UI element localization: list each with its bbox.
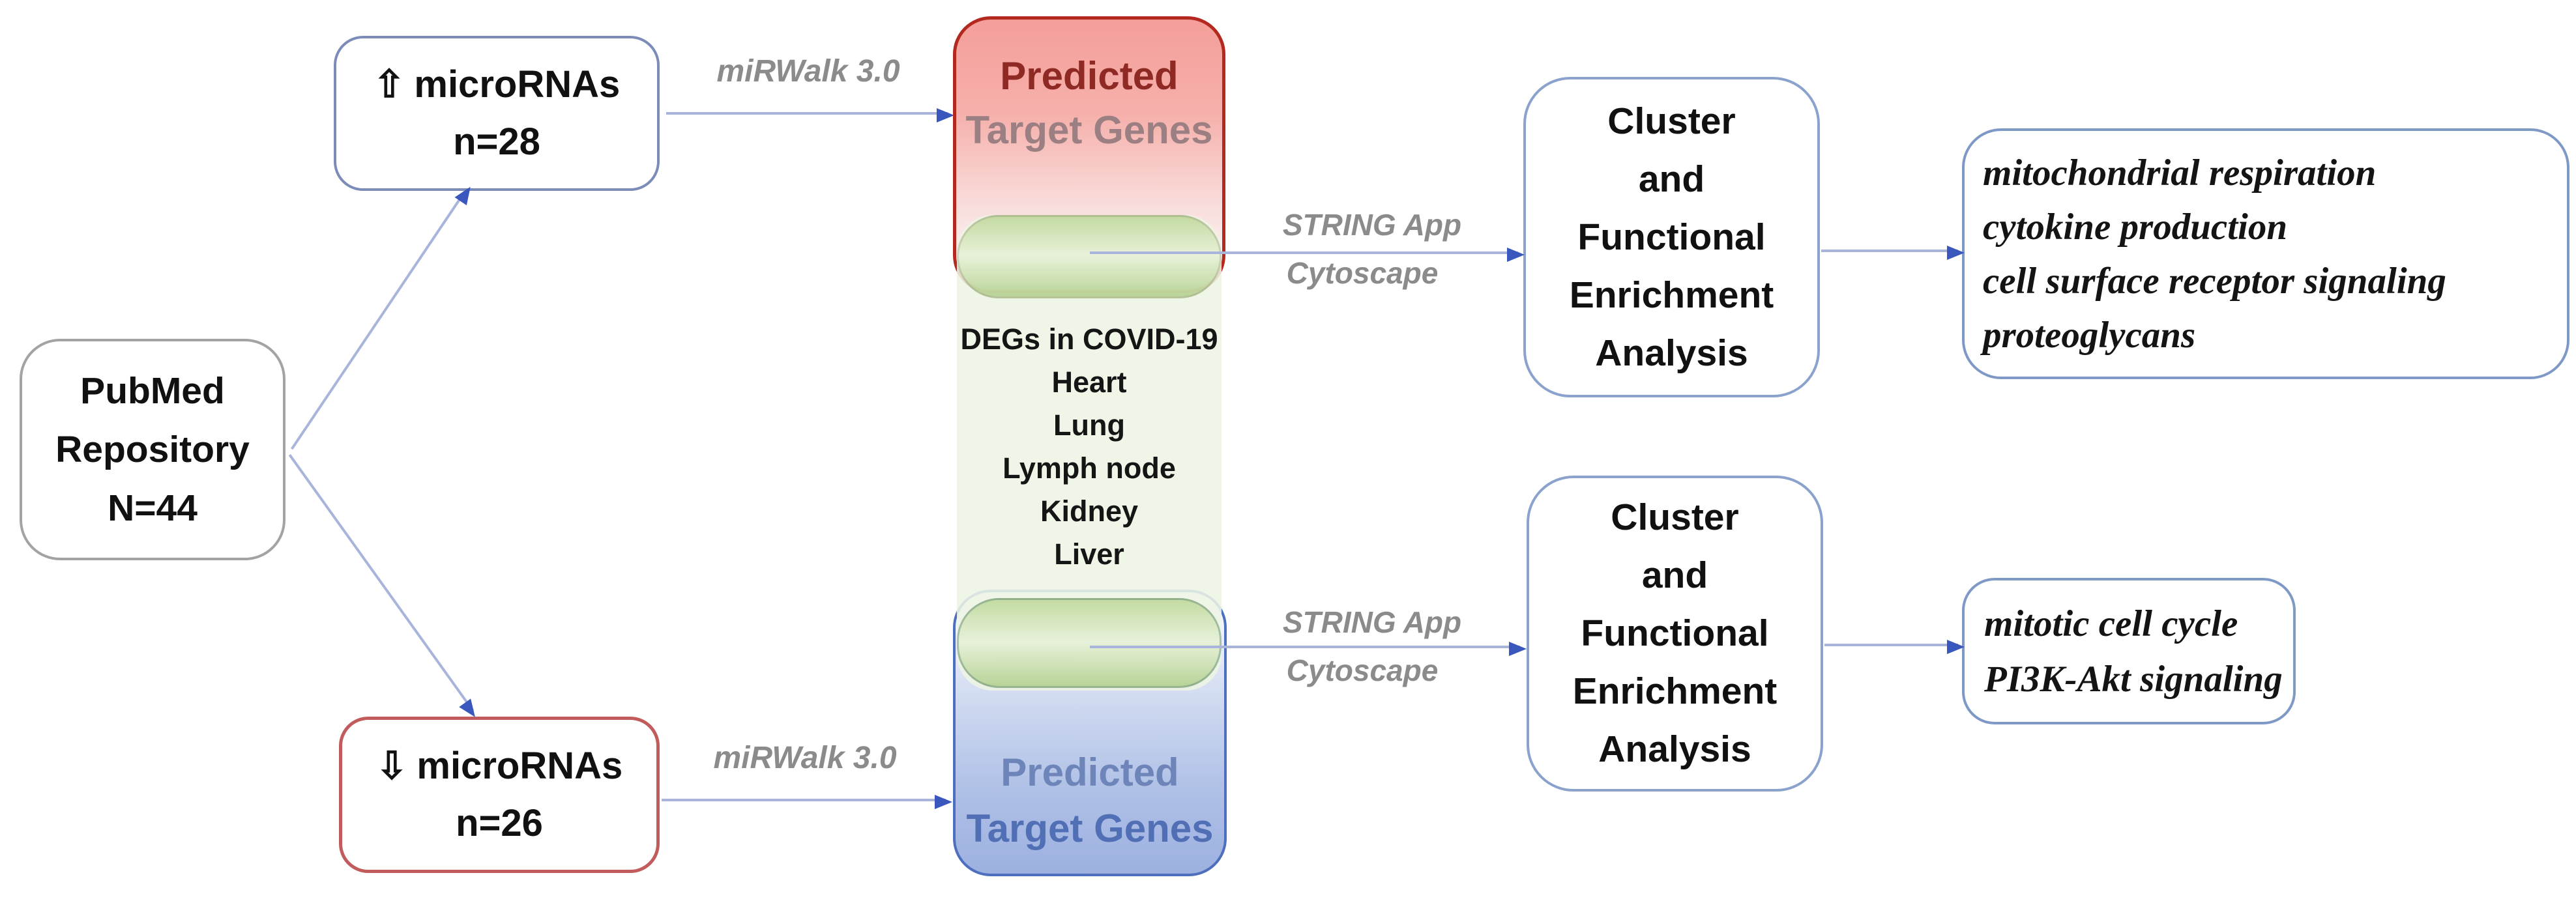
degs-cap-top bbox=[957, 215, 1222, 298]
result-bottom-line1: mitotic cell cycle bbox=[1984, 603, 2238, 644]
downregulated-mirnas-count: n=26 bbox=[456, 802, 543, 844]
cluster-top-line3: Functional bbox=[1577, 216, 1766, 258]
arrow-string-top bbox=[1090, 248, 1525, 262]
arrow-mirwalk-top bbox=[666, 108, 954, 122]
degs-tissue-heart: Heart bbox=[1051, 365, 1127, 399]
up-arrow-icon: ⇧ bbox=[373, 63, 405, 106]
arrow-pubmed-to-up-mirnas bbox=[291, 182, 476, 450]
upregulated-mirnas-box: ⇧microRNAs n=28 bbox=[334, 36, 660, 191]
cluster-enrichment-bottom-box: Cluster and Functional Enrichment Analys… bbox=[1527, 476, 1823, 792]
downregulated-mirnas-title: ⇩microRNAs bbox=[376, 737, 622, 795]
degs-tissue-lung: Lung bbox=[1053, 408, 1125, 442]
label-mirwalk-top: miRWalk 3.0 bbox=[716, 54, 900, 89]
pubmed-line1: PubMed bbox=[80, 370, 225, 412]
cluster-top-line4: Enrichment bbox=[1569, 274, 1774, 316]
predicted-bottom-line1: Predicted bbox=[1001, 751, 1179, 794]
down-arrow-icon: ⇩ bbox=[375, 745, 408, 787]
label-cytoscape-top: Cytoscape bbox=[1286, 256, 1439, 290]
arrowhead-icon bbox=[1507, 248, 1525, 262]
predicted-top-line2: Target Genes bbox=[965, 108, 1213, 152]
downregulated-mirnas-box: ⇩microRNAs n=26 bbox=[339, 717, 660, 873]
arrow-mirwalk-bottom bbox=[662, 795, 952, 809]
result-bottom-line2: PI3K-Akt signaling bbox=[1984, 658, 2283, 700]
predicted-bottom-line2: Target Genes bbox=[966, 807, 1214, 850]
arrow-cluster-top-to-results bbox=[1821, 246, 1965, 260]
predicted-bottom-text: Predicted Target Genes bbox=[953, 745, 1227, 857]
degs-tissue-liver: Liver bbox=[1054, 537, 1124, 571]
arrowhead-icon bbox=[1947, 246, 1965, 260]
result-top-line4: proteoglycans bbox=[1983, 314, 2196, 356]
pubmed-repository-box: PubMed Repository N=44 bbox=[20, 339, 285, 560]
predicted-top-line1: Predicted bbox=[1000, 54, 1178, 98]
upregulated-mirnas-label: microRNAs bbox=[414, 63, 621, 106]
label-string-app-bottom: STRING App bbox=[1282, 605, 1462, 639]
cluster-bottom-line5: Analysis bbox=[1598, 728, 1751, 770]
arrowhead-icon bbox=[937, 108, 954, 122]
upregulated-mirnas-count: n=28 bbox=[453, 121, 540, 163]
arrow-cluster-bottom-to-results bbox=[1824, 640, 1965, 654]
degs-title: DEGs in COVID-19 bbox=[960, 322, 1218, 356]
upregulated-mirnas-title: ⇧microRNAs bbox=[373, 56, 620, 113]
arrowhead-icon bbox=[1509, 642, 1527, 656]
cluster-top-line1: Cluster bbox=[1607, 100, 1736, 142]
pubmed-line3: N=44 bbox=[108, 487, 198, 529]
label-mirwalk-bottom: miRWalk 3.0 bbox=[713, 741, 897, 775]
degs-tissue-lymph-node: Lymph node bbox=[1003, 451, 1176, 485]
result-top-line3: cell surface receptor signaling bbox=[1983, 260, 2446, 302]
enrichment-results-bottom-box: mitotic cell cycle PI3K-Akt signaling bbox=[1962, 578, 2296, 724]
label-cytoscape-bottom: Cytoscape bbox=[1286, 653, 1439, 687]
cluster-bottom-line3: Functional bbox=[1581, 612, 1769, 654]
degs-tissue-kidney: Kidney bbox=[1040, 494, 1139, 528]
enrichment-results-top-box: mitochondrial respiration cytokine produ… bbox=[1962, 128, 2569, 379]
cluster-top-line2: and bbox=[1638, 158, 1705, 200]
cluster-top-line5: Analysis bbox=[1595, 332, 1748, 374]
degs-cap-bottom bbox=[957, 598, 1222, 688]
downregulated-mirnas-label: microRNAs bbox=[417, 745, 623, 787]
arrowhead-icon bbox=[1947, 640, 1965, 654]
cluster-bottom-line4: Enrichment bbox=[1572, 670, 1778, 712]
arrow-pubmed-to-down-mirnas bbox=[288, 454, 481, 722]
cluster-bottom-line1: Cluster bbox=[1611, 496, 1739, 538]
cluster-bottom-line2: and bbox=[1641, 554, 1708, 596]
pubmed-line2: Repository bbox=[55, 429, 250, 470]
result-top-line1: mitochondrial respiration bbox=[1983, 152, 2377, 193]
degs-text-block: DEGs in COVID-19 Heart Lung Lymph node K… bbox=[953, 318, 1225, 576]
result-top-line2: cytokine production bbox=[1983, 206, 2288, 248]
cluster-enrichment-top-box: Cluster and Functional Enrichment Analys… bbox=[1523, 77, 1820, 397]
label-string-app-top: STRING App bbox=[1282, 208, 1462, 242]
arrow-string-bottom bbox=[1090, 642, 1527, 656]
arrowhead-icon bbox=[935, 795, 952, 809]
